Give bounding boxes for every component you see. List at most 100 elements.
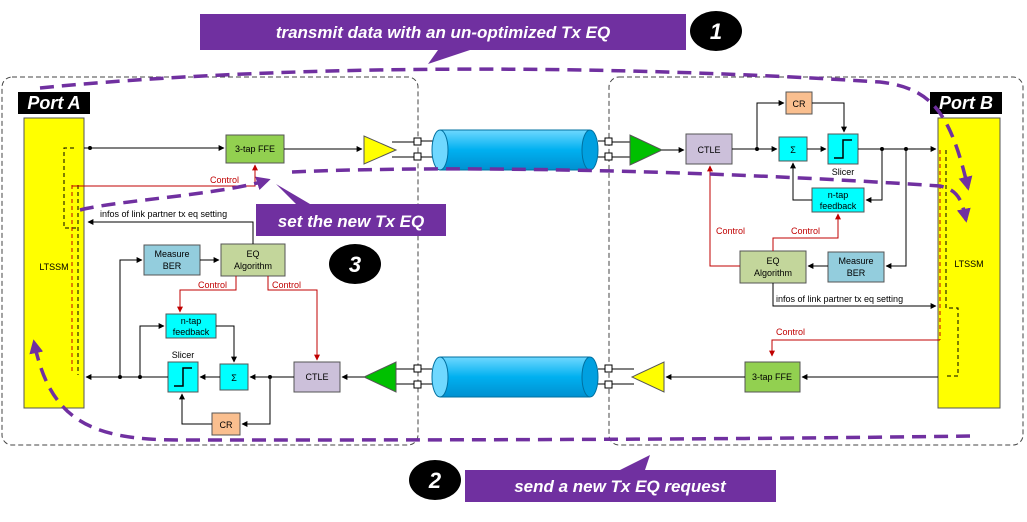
port-a-enclosure	[1, 76, 419, 446]
ntap-b-label-1: n-tap	[828, 190, 849, 200]
ltssm-b-label: LTSSM	[954, 259, 983, 269]
ctle-b-label: CTLE	[697, 145, 720, 155]
ltssm-b-block	[937, 117, 1001, 409]
wire-to-cr-a	[241, 377, 271, 427]
ltssm-a-label: LTSSM	[39, 262, 68, 272]
wire-feedback-b	[865, 149, 883, 203]
step3-badge	[329, 244, 381, 284]
connector-icon	[413, 364, 422, 373]
wire-ntap-to-sum-b	[790, 162, 812, 201]
wire-to-measure-b	[885, 149, 907, 269]
measure-b-label-2: BER	[847, 268, 866, 278]
connector-icon	[413, 152, 422, 161]
connector-icon	[413, 137, 422, 146]
sum-a-label: Σ	[231, 373, 237, 383]
slicer-b-label: Slicer	[832, 167, 855, 177]
tx-driver-b-icon	[630, 361, 665, 393]
eq-b-label-1: EQ	[766, 256, 779, 266]
infos-label-b: infos of link partner tx eq setting	[776, 294, 903, 304]
ntap-a-block	[165, 313, 217, 339]
connector-icon	[604, 152, 613, 161]
bottom-cable-right-end	[581, 356, 599, 398]
control-label-ctle-b: Control	[716, 226, 745, 236]
ctle-a-label: CTLE	[305, 372, 328, 382]
step2-number: 2	[428, 468, 442, 493]
port-a-badge	[18, 92, 90, 114]
callout-step1-box	[200, 14, 686, 64]
ntap-b-label-2: feedback	[820, 201, 857, 211]
measure-b-block	[827, 251, 885, 283]
wire-cr-to-slicer-b	[812, 102, 847, 133]
slicer-b-step-icon	[834, 139, 852, 159]
control-wire-eq-to-ntap-a	[177, 276, 237, 313]
connector-icon	[604, 380, 613, 389]
slicer-a-step-icon	[174, 367, 192, 387]
eq-a-label-1: EQ	[246, 249, 259, 259]
control-wire-eq-to-ctle-b	[707, 165, 740, 267]
ltssm-b-internal-path	[945, 150, 959, 377]
sum-a-block	[219, 363, 249, 391]
junction-dot	[88, 146, 92, 150]
ntap-a-label-2: feedback	[173, 327, 210, 337]
control-label-ffe-b: Control	[776, 327, 805, 337]
step3-number: 3	[349, 252, 361, 277]
ffe-a-label: 3-tap FFE	[235, 144, 275, 154]
wire-ntap-to-sum-a	[216, 325, 237, 363]
ntap-a-label-1: n-tap	[181, 316, 202, 326]
connector-icon	[604, 137, 613, 146]
control-label-ntap-a: Control	[198, 280, 227, 290]
connector-icon	[604, 364, 613, 373]
callout-step3-box	[256, 184, 446, 236]
cr-b-label: CR	[793, 99, 806, 109]
control-label-ctle-a: Control	[272, 280, 301, 290]
eq-a-label-2: Algorithm	[234, 261, 272, 271]
wire-eq-b-to-ltssm-b	[772, 283, 937, 309]
rx-amp-b-icon	[629, 134, 664, 166]
infos-label-a: infos of link partner tx eq setting	[100, 209, 227, 219]
ffe-b-label: 3-tap FFE	[752, 372, 792, 382]
connector-icon	[413, 380, 422, 389]
top-cable-right-end	[581, 129, 599, 171]
flow-path-step2	[29, 339, 971, 442]
port-b-label: Port B	[939, 93, 993, 113]
step1-number: 1	[710, 19, 722, 44]
step2-badge	[409, 460, 461, 500]
ffe-b-block	[744, 361, 801, 393]
control-wire-eq-to-ctle-a	[267, 276, 320, 361]
slicer-a-label: Slicer	[172, 350, 195, 360]
wire-eq-a-to-ltssm-a	[87, 219, 254, 244]
control-wire-ltssm-a-to-ffe	[72, 164, 258, 187]
wire-to-cr-b	[756, 100, 785, 149]
wire-cr-to-slicer-a	[179, 393, 212, 425]
step1-badge	[690, 11, 742, 51]
control-wire-ltssm-b-to-ffe	[769, 339, 940, 357]
tx-driver-a-icon	[363, 135, 398, 165]
bottom-cable-body	[440, 357, 590, 397]
control-label-ffe-a: Control	[210, 175, 239, 185]
ltssm-a-internal-path	[63, 147, 79, 375]
top-cable-left-end	[431, 129, 449, 171]
ctle-b-block	[685, 133, 733, 165]
port-a-label: Port A	[27, 93, 80, 113]
callout-step2-box	[465, 455, 776, 502]
port-b-badge	[930, 92, 1002, 114]
rx-amp-a-icon	[362, 361, 397, 393]
flow-path-step3	[79, 176, 271, 212]
flow-path-step1-b	[291, 167, 971, 223]
ffe-a-block	[225, 134, 285, 164]
wire-to-measure-a	[119, 257, 143, 377]
cr-a-label: CR	[220, 420, 233, 430]
callout-step2-text: send a new Tx EQ request	[514, 477, 727, 496]
measure-a-label-1: Measure	[154, 249, 189, 259]
ctle-a-block	[293, 361, 341, 393]
callout-step1-text: transmit data with an un-optimized Tx EQ	[276, 23, 610, 42]
measure-b-label-1: Measure	[838, 256, 873, 266]
sum-b-label: Σ	[790, 145, 796, 155]
wire-feedback-a	[139, 323, 165, 377]
measure-a-block	[143, 244, 201, 276]
measure-a-label-2: BER	[163, 261, 182, 271]
ltssm-a-block	[23, 117, 85, 409]
control-label-ntap-b: Control	[791, 226, 820, 236]
